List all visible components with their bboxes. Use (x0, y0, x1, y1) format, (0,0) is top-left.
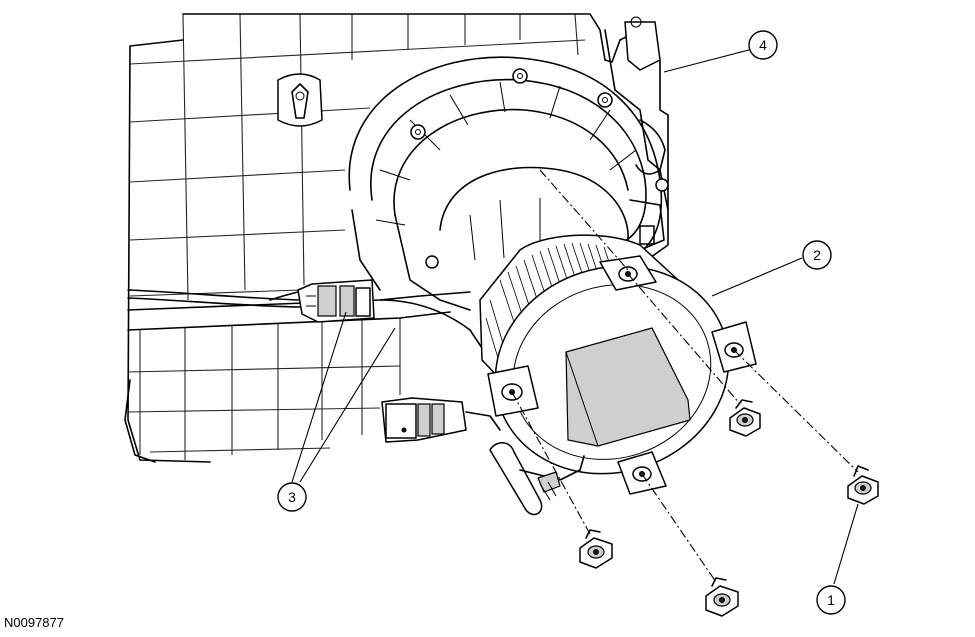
callout-3: 3 (277, 482, 307, 512)
screw (847, 465, 879, 505)
figure-reference-code: N0097877 (4, 615, 64, 630)
callout-4: 4 (748, 30, 778, 60)
callout-1: 1 (816, 585, 846, 615)
alignment-lines (511, 169, 859, 583)
blower-housing-opening (348, 56, 669, 311)
screw (705, 577, 739, 617)
callout-3-label: 3 (288, 489, 296, 505)
callout-2: 2 (802, 240, 832, 270)
mounting-ear (617, 451, 667, 495)
screw (729, 399, 761, 437)
screw (579, 529, 613, 569)
blower-motor (479, 234, 757, 516)
electrical-connector (127, 279, 501, 443)
hvac-housing (124, 13, 669, 463)
callout-4-label: 4 (759, 37, 767, 53)
callout-1-label: 1 (827, 592, 835, 608)
mounting-ear (487, 365, 539, 417)
callout-2-label: 2 (813, 247, 821, 263)
leader-lines (291, 45, 859, 585)
